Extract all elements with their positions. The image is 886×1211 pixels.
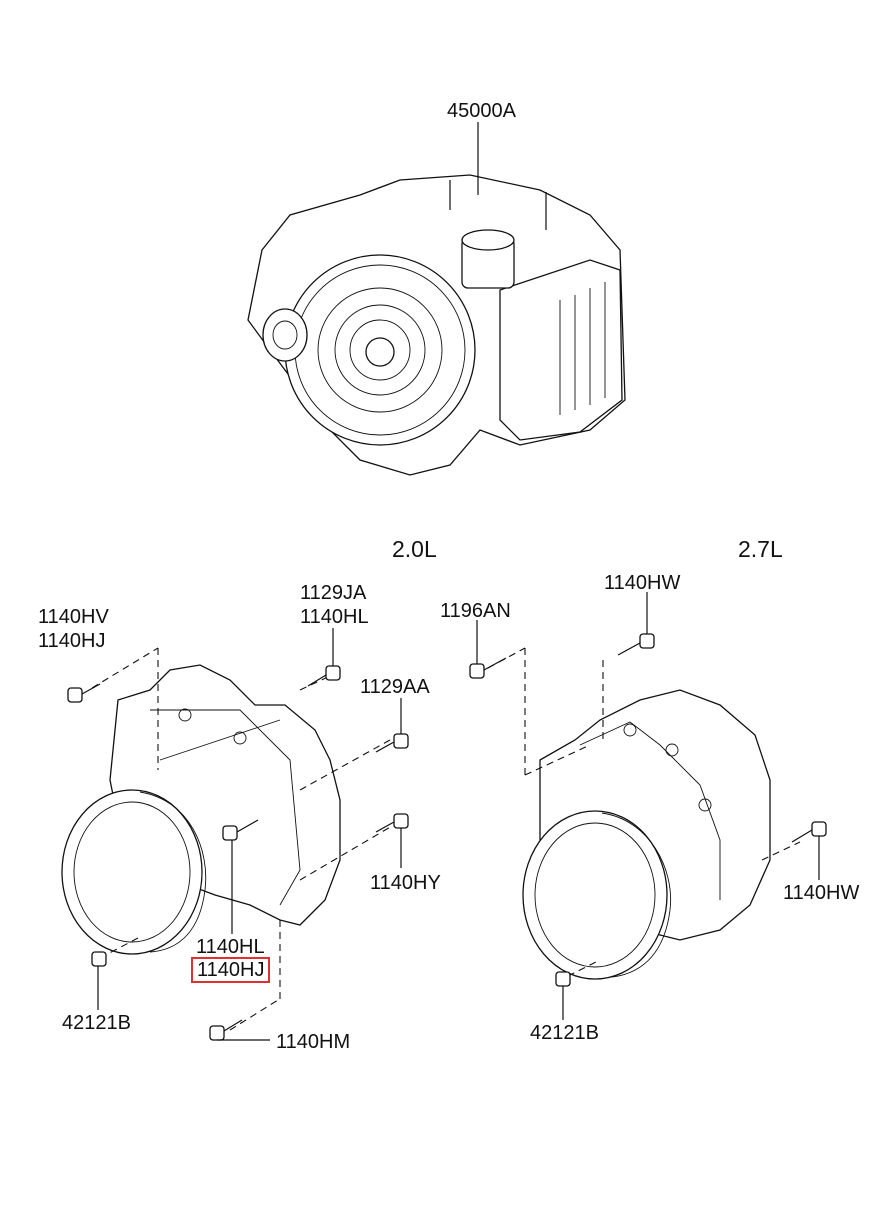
left-housing-illustration — [61, 628, 409, 1041]
right-housing-illustration — [469, 592, 827, 1020]
part-label-42121b-right[interactable]: 42121B — [530, 1022, 599, 1044]
part-label-1140hy[interactable]: 1140HY — [370, 872, 441, 894]
part-label-1140hl-bottom[interactable]: 1140HL — [196, 936, 265, 958]
part-label-1140hm[interactable]: 1140HM — [276, 1031, 351, 1053]
part-label-1140hl-top[interactable]: 1140HL — [300, 606, 369, 628]
part-label-45000a[interactable]: 45000A — [447, 100, 516, 122]
part-label-1140hj-highlighted[interactable]: 1140HJ — [191, 957, 271, 983]
part-label-1129ja[interactable]: 1129JA — [300, 582, 367, 604]
transmission-assembly-illustration — [247, 122, 626, 476]
part-label-1129aa[interactable]: 1129AA — [360, 676, 430, 698]
part-label-42121b-left[interactable]: 42121B — [62, 1012, 131, 1034]
part-label-1140hv[interactable]: 1140HV — [38, 606, 109, 628]
variant-label-2-0l: 2.0L — [392, 536, 437, 562]
part-label-1140hw-top[interactable]: 1140HW — [604, 572, 681, 594]
variant-label-2-7l: 2.7L — [738, 536, 783, 562]
part-label-1196an[interactable]: 1196AN — [440, 600, 511, 622]
part-label-1140hw-side[interactable]: 1140HW — [783, 882, 860, 904]
part-label-1140hj-top[interactable]: 1140HJ — [38, 630, 106, 652]
